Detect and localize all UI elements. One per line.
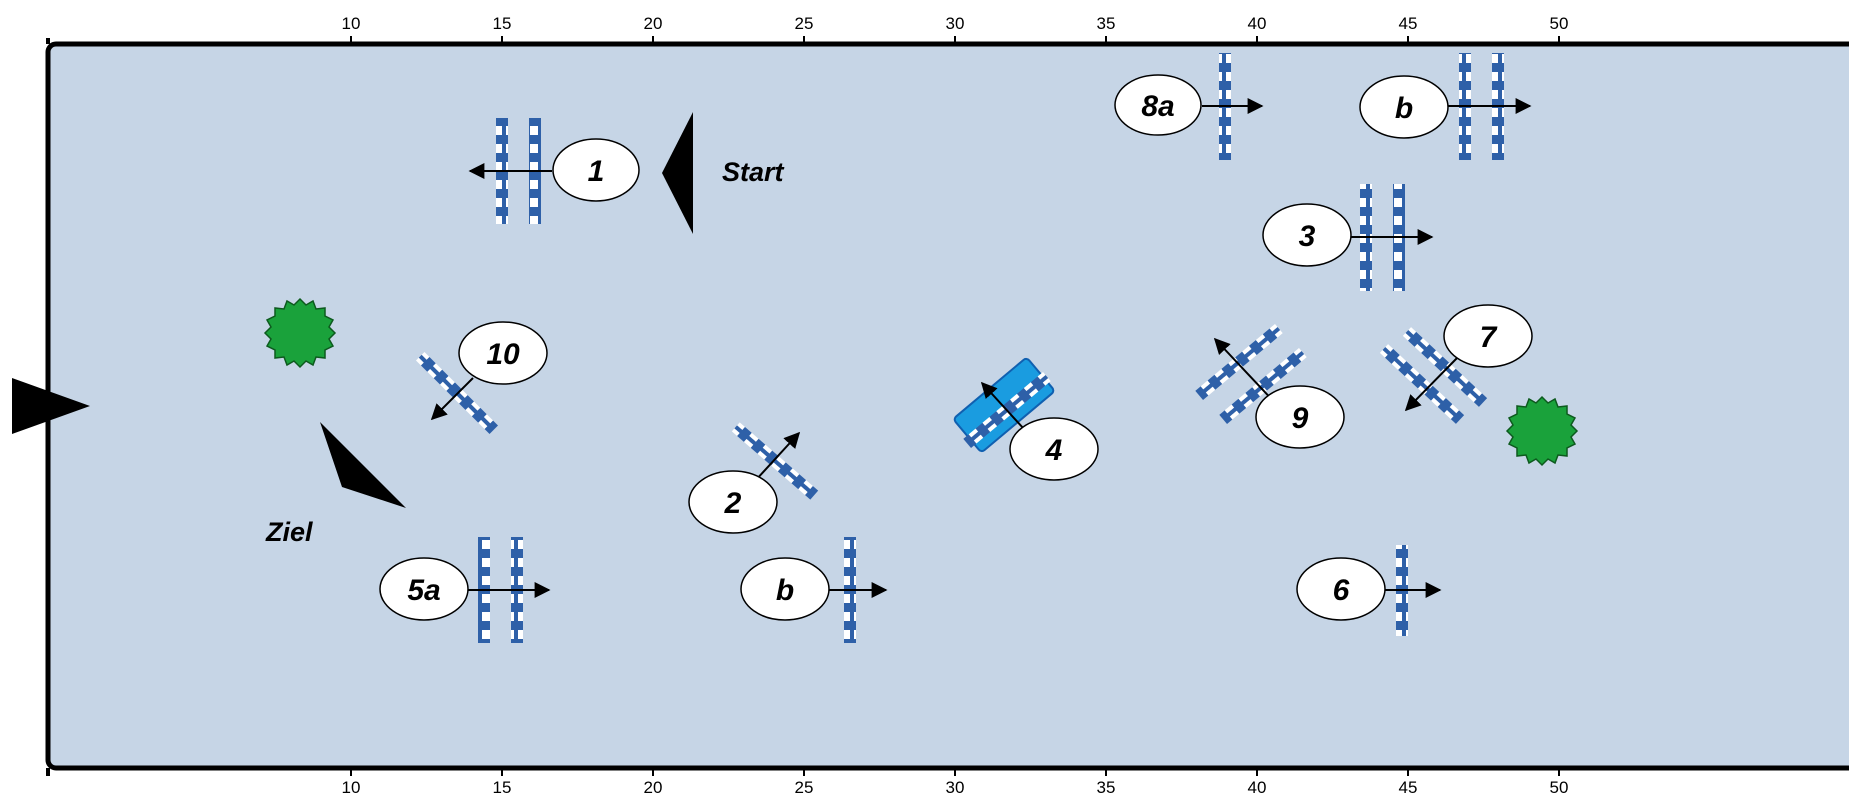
arena-floor bbox=[45, 41, 1849, 771]
obstacle-number: b bbox=[1395, 92, 1413, 125]
tick-label-top: 15 bbox=[493, 14, 512, 33]
entry-gate-marker bbox=[12, 378, 90, 434]
obstacle-4: 4 bbox=[953, 357, 1099, 481]
obstacle-5b: b bbox=[740, 537, 888, 643]
obstacle-number: 7 bbox=[1480, 321, 1498, 354]
tick-label-bottom: 50 bbox=[1550, 778, 1569, 797]
tick-label-bottom: 10 bbox=[342, 778, 361, 797]
obstacle-number: 10 bbox=[486, 338, 520, 371]
tick-label-top: 50 bbox=[1550, 14, 1569, 33]
obstacle-1: 1 bbox=[468, 118, 640, 224]
tick-label-top: 30 bbox=[946, 14, 965, 33]
fence-pole bbox=[1379, 344, 1465, 424]
number-badge bbox=[379, 557, 469, 621]
obstacle-number: b bbox=[776, 574, 794, 607]
fence-pole bbox=[1195, 323, 1283, 401]
tick-label-top: 25 bbox=[795, 14, 814, 33]
tick-label-bottom: 25 bbox=[795, 778, 814, 797]
tick-label-bottom: 20 bbox=[644, 778, 663, 797]
direction-arrow bbox=[1213, 337, 1279, 407]
obstacle-6: 6 bbox=[1296, 545, 1442, 636]
tick-label-top: 10 bbox=[342, 14, 361, 33]
number-badge bbox=[552, 138, 640, 202]
obstacle-9: 9 bbox=[1195, 323, 1345, 449]
number-badge bbox=[688, 470, 778, 534]
obstacle-7: 7 bbox=[1379, 304, 1533, 424]
tick-label-top: 45 bbox=[1399, 14, 1418, 33]
tick-label-bottom: 45 bbox=[1399, 778, 1418, 797]
obstacle-number: 8a bbox=[1141, 90, 1174, 123]
tick-label-bottom: 30 bbox=[946, 778, 965, 797]
direction-arrow bbox=[980, 381, 1025, 430]
obstacle-number: 3 bbox=[1299, 220, 1316, 253]
ruler-top: 10 15 20 25 30 35 40 45 50 bbox=[342, 14, 1569, 44]
obstacle-number: 9 bbox=[1292, 402, 1309, 435]
obstacle-8b: b bbox=[1359, 53, 1532, 160]
tick-label-top: 35 bbox=[1097, 14, 1116, 33]
obstacle-5a: 5a bbox=[379, 537, 551, 643]
number-badge bbox=[1114, 74, 1202, 136]
obstacle-number: 4 bbox=[1045, 434, 1063, 467]
obstacle-number: 5a bbox=[407, 574, 440, 607]
fence-pole bbox=[1402, 327, 1488, 407]
tick-label-bottom: 15 bbox=[493, 778, 512, 797]
fence-pole bbox=[731, 422, 819, 500]
obstacle-number: 2 bbox=[724, 487, 742, 520]
direction-arrow bbox=[754, 431, 801, 482]
number-badge bbox=[1009, 417, 1099, 481]
tick-label-bottom: 40 bbox=[1248, 778, 1267, 797]
start-line-marker bbox=[662, 112, 693, 234]
obstacle-3: 3 bbox=[1262, 184, 1434, 291]
direction-arrow bbox=[430, 377, 474, 421]
tree-right bbox=[1505, 395, 1579, 467]
start-label: Start bbox=[722, 157, 785, 187]
ruler-bottom: 10 15 20 25 30 35 40 45 50 bbox=[342, 768, 1569, 797]
number-badge bbox=[1296, 557, 1386, 621]
number-badge bbox=[1359, 75, 1449, 139]
tick-label-bottom: 35 bbox=[1097, 778, 1116, 797]
tree-left bbox=[263, 297, 337, 369]
obstacle-8a: 8a bbox=[1114, 53, 1264, 160]
number-badge bbox=[1262, 203, 1352, 267]
obstacle-2: 2 bbox=[688, 422, 819, 534]
tick-label-top: 40 bbox=[1248, 14, 1267, 33]
obstacle-10: 10 bbox=[415, 321, 548, 435]
finish-line-marker bbox=[320, 422, 406, 508]
direction-arrow bbox=[1404, 356, 1459, 412]
number-badge bbox=[458, 321, 548, 385]
finish-label: Ziel bbox=[265, 517, 313, 547]
number-badge bbox=[1255, 385, 1345, 449]
tick-label-top: 20 bbox=[644, 14, 663, 33]
obstacle-number: 1 bbox=[588, 155, 605, 188]
fence-pole bbox=[1219, 347, 1307, 425]
obstacle-number: 6 bbox=[1333, 574, 1350, 607]
number-badge bbox=[1443, 304, 1533, 368]
number-badge bbox=[740, 557, 830, 621]
